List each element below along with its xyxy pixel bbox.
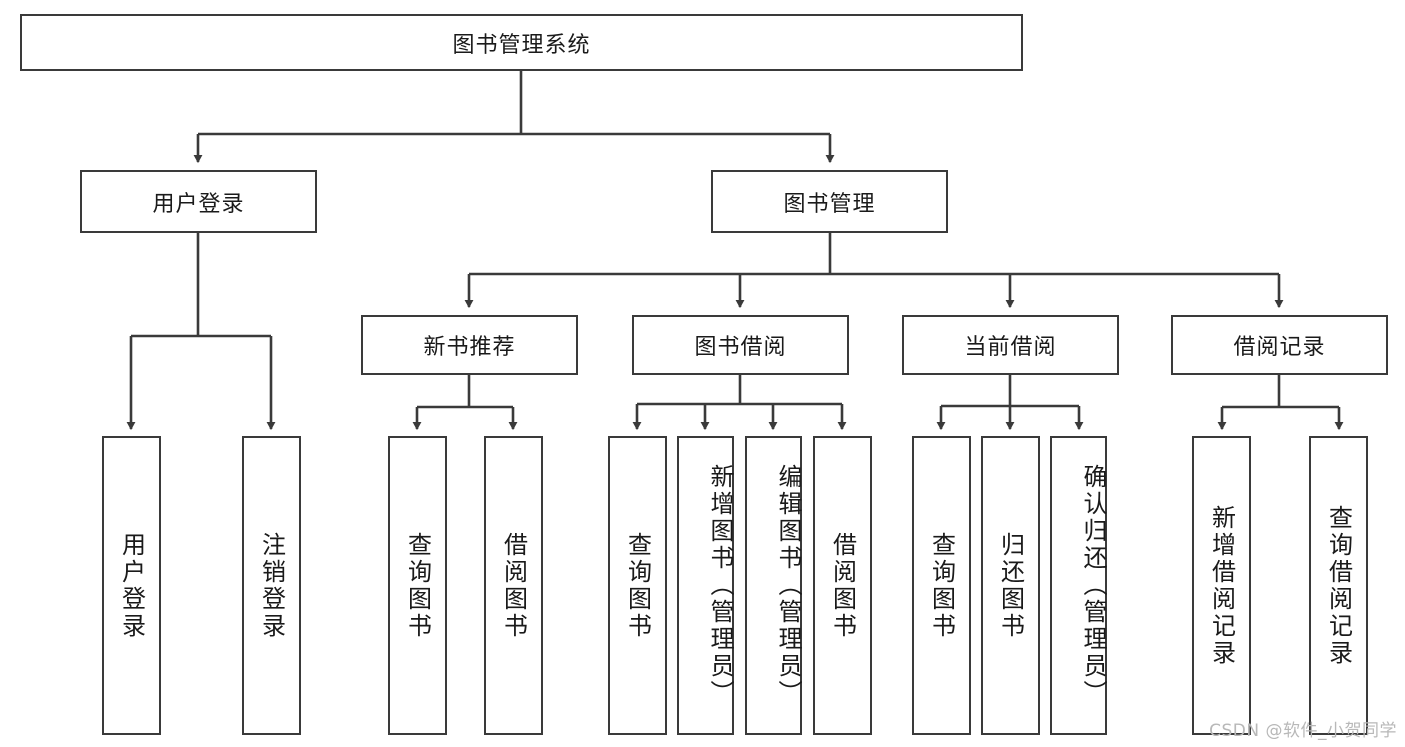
node-label: 图书管理系统 (452, 32, 591, 58)
leaf-borrow-records-query[interactable]: 查询借阅记录 (1309, 436, 1368, 735)
node-label: 编辑图书（管理员） (774, 464, 802, 707)
leaf-borrow-records-add[interactable]: 新增借阅记录 (1192, 436, 1251, 735)
node-label: 用户登录 (152, 191, 245, 217)
leaf-user-login-login[interactable]: 用户登录 (102, 436, 161, 735)
node-label: 归还图书 (996, 531, 1025, 640)
node-borrow-records[interactable]: 借阅记录 (1171, 315, 1388, 375)
node-label: 图书管理 (783, 191, 876, 217)
node-root-system[interactable]: 图书管理系统 (20, 14, 1023, 71)
node-label: 新增图书（管理员） (706, 464, 734, 707)
watermark-text: CSDN @软件_小贺同学 (1209, 721, 1397, 741)
leaf-book-borrow-edit-admin[interactable]: 编辑图书（管理员） (745, 436, 802, 735)
node-new-book-recommend[interactable]: 新书推荐 (361, 315, 578, 375)
node-label: 当前借阅 (964, 335, 1057, 360)
node-label: 图书借阅 (694, 335, 787, 360)
node-label: 查询图书 (623, 531, 652, 640)
node-label: 确认归还（管理员） (1079, 464, 1107, 707)
leaf-new-books-borrow[interactable]: 借阅图书 (484, 436, 543, 735)
leaf-current-borrow-query[interactable]: 查询图书 (912, 436, 971, 735)
leaf-current-borrow-confirm-admin[interactable]: 确认归还（管理员） (1050, 436, 1107, 735)
leaf-book-borrow-add-admin[interactable]: 新增图书（管理员） (677, 436, 734, 735)
node-label: 借阅图书 (828, 531, 857, 640)
node-label: 查询借阅记录 (1324, 504, 1353, 667)
leaf-new-books-query[interactable]: 查询图书 (388, 436, 447, 735)
leaf-book-borrow-query[interactable]: 查询图书 (608, 436, 667, 735)
node-label: 借阅图书 (499, 531, 528, 640)
leaf-book-borrow-borrow[interactable]: 借阅图书 (813, 436, 872, 735)
leaf-current-borrow-return[interactable]: 归还图书 (981, 436, 1040, 735)
node-label: 新增借阅记录 (1207, 504, 1236, 667)
node-label: 查询图书 (927, 531, 956, 640)
node-label: 借阅记录 (1233, 335, 1326, 360)
node-label: 新书推荐 (423, 335, 516, 360)
node-current-borrow[interactable]: 当前借阅 (902, 315, 1119, 375)
node-user-login[interactable]: 用户登录 (80, 170, 317, 233)
node-book-borrow[interactable]: 图书借阅 (632, 315, 849, 375)
node-label: 注销登录 (257, 531, 286, 640)
node-label: 用户登录 (117, 531, 146, 640)
leaf-user-login-logout[interactable]: 注销登录 (242, 436, 301, 735)
node-label: 查询图书 (403, 531, 432, 640)
node-book-management[interactable]: 图书管理 (711, 170, 948, 233)
